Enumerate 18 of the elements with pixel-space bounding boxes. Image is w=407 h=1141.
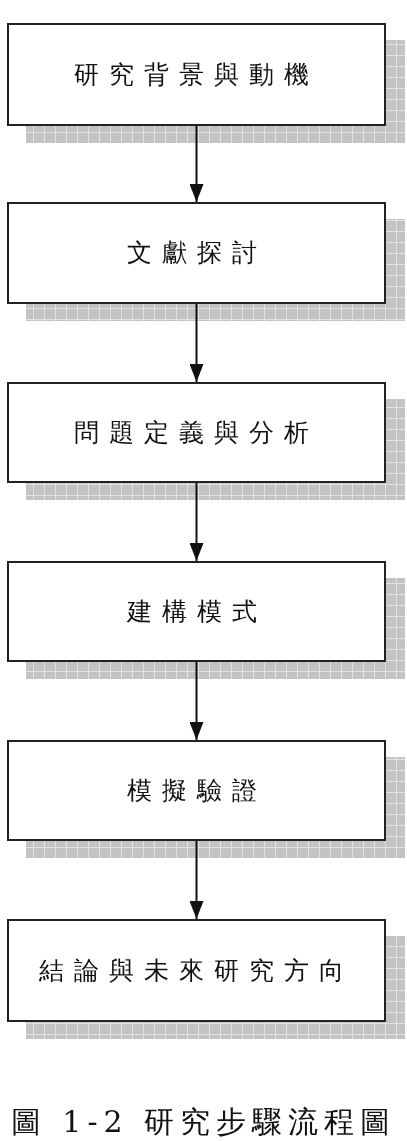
process-box bbox=[7, 202, 386, 304]
step-label: 建構模式 bbox=[126, 596, 267, 627]
arrow bbox=[189, 482, 204, 562]
arrow bbox=[189, 303, 204, 383]
process-box bbox=[7, 740, 386, 841]
process-box bbox=[7, 382, 386, 483]
step-label: 問題定義與分析 bbox=[74, 417, 319, 448]
step-label: 文獻探討 bbox=[126, 238, 267, 268]
arrow bbox=[189, 125, 204, 203]
process-box bbox=[7, 23, 386, 126]
figure-caption: 圖 1-2 研究步驟流程圖 bbox=[10, 1104, 397, 1140]
step-label: 研究背景與動機 bbox=[74, 59, 319, 90]
arrow bbox=[189, 661, 204, 741]
process-box bbox=[7, 919, 386, 1022]
process-box bbox=[7, 561, 386, 662]
arrow bbox=[189, 840, 204, 920]
step-label: 結論與未來研究方向 bbox=[39, 955, 354, 986]
step-label: 模擬驗證 bbox=[126, 775, 267, 806]
